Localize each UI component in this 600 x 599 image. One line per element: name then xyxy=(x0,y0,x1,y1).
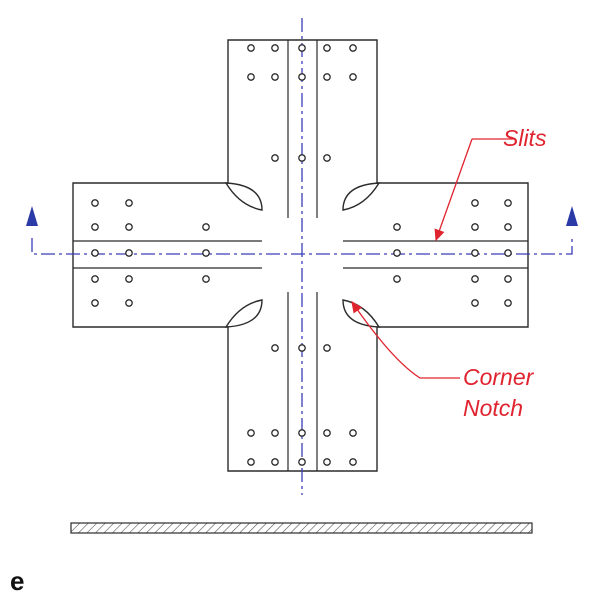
cross-section-view xyxy=(70,522,533,534)
bolt-hole xyxy=(91,249,99,257)
bolt-hole xyxy=(504,199,512,207)
bolt-hole xyxy=(298,458,306,466)
bolt-hole xyxy=(298,154,306,162)
bolt-hole xyxy=(202,275,210,283)
bolt-hole xyxy=(91,299,99,307)
bolt-hole xyxy=(471,199,479,207)
centerlines xyxy=(31,18,573,495)
bolt-hole xyxy=(91,223,99,231)
bolt-hole xyxy=(202,223,210,231)
bolt-hole xyxy=(349,73,357,81)
corner-label: Corner xyxy=(463,364,535,390)
bolt-hole xyxy=(393,249,401,257)
bolt-hole xyxy=(393,223,401,231)
bolt-hole xyxy=(323,44,331,52)
slits-label: Slits xyxy=(503,125,547,151)
bolt-hole xyxy=(393,275,401,283)
bolt-hole xyxy=(125,299,133,307)
bolt-hole xyxy=(202,249,210,257)
bolt-hole xyxy=(504,223,512,231)
bolt-hole xyxy=(247,44,255,52)
bolt-hole xyxy=(471,223,479,231)
bolt-hole xyxy=(247,429,255,437)
corner-notch-bottom-right xyxy=(342,299,381,328)
bolt-hole xyxy=(247,73,255,81)
bolt-hole xyxy=(323,73,331,81)
cross-outline xyxy=(72,39,529,472)
bolt-holes xyxy=(91,44,512,466)
bolt-hole xyxy=(125,223,133,231)
bolt-hole xyxy=(471,299,479,307)
bolt-hole xyxy=(504,249,512,257)
bolt-hole xyxy=(271,73,279,81)
bolt-hole xyxy=(504,299,512,307)
panel-label: e xyxy=(10,566,24,596)
bolt-hole xyxy=(349,429,357,437)
bolt-hole xyxy=(91,199,99,207)
corner-notch-top-left xyxy=(224,182,263,211)
bolt-hole xyxy=(125,199,133,207)
bolt-hole xyxy=(504,275,512,283)
bolt-hole xyxy=(125,275,133,283)
corner-notch-bottom-left xyxy=(224,299,263,328)
bolt-hole xyxy=(323,344,331,352)
bolt-hole xyxy=(271,344,279,352)
bolt-hole xyxy=(271,458,279,466)
bolt-hole xyxy=(298,44,306,52)
bolt-hole xyxy=(323,458,331,466)
bolt-hole xyxy=(247,458,255,466)
bolt-hole xyxy=(323,429,331,437)
bolt-hole xyxy=(125,249,133,257)
bolt-hole xyxy=(471,275,479,283)
bolt-hole xyxy=(471,249,479,257)
arrow-up-icon xyxy=(566,206,578,226)
bolt-hole xyxy=(349,44,357,52)
horizontal-section-line xyxy=(31,238,573,255)
bolt-hole xyxy=(298,73,306,81)
bolt-hole xyxy=(298,344,306,352)
bolt-hole xyxy=(91,275,99,283)
bolt-hole xyxy=(323,154,331,162)
slits-annotation: Slits xyxy=(434,125,547,242)
slits xyxy=(73,40,528,471)
arrow-up-icon xyxy=(26,206,38,226)
bolt-hole xyxy=(271,429,279,437)
corner-notch-annotation: Corner Notch xyxy=(351,300,535,421)
bolt-hole xyxy=(298,429,306,437)
bolt-hole xyxy=(271,44,279,52)
section-arrows xyxy=(26,206,578,226)
corner-notch-top-right xyxy=(342,182,381,211)
bolt-hole xyxy=(349,458,357,466)
notch-label: Notch xyxy=(463,395,523,421)
bolt-hole xyxy=(271,154,279,162)
